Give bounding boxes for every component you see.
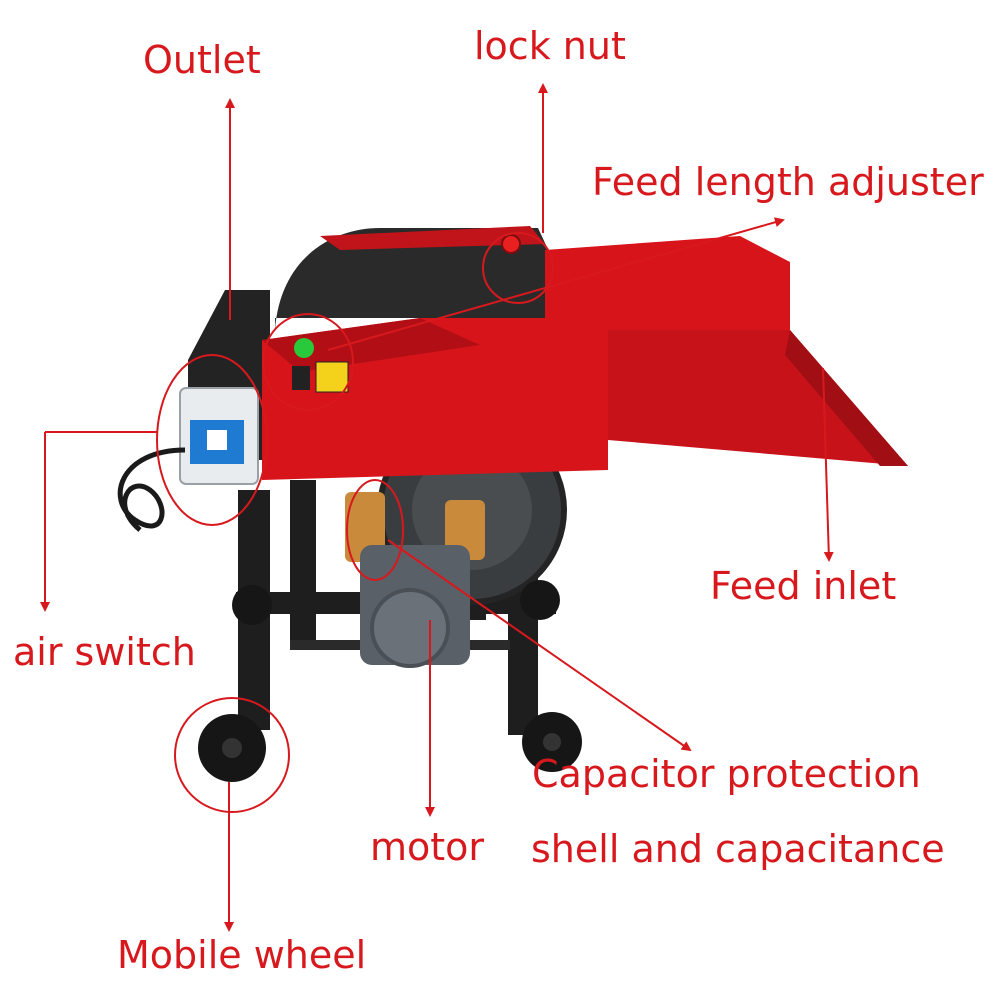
rear-left-leg (290, 480, 316, 640)
warning-label (315, 361, 349, 393)
mobile-wheel-label: Mobile wheel (117, 933, 367, 977)
feed-inlet-arrow (822, 367, 834, 562)
feed-length-adjuster-highlight (262, 313, 354, 411)
lock-nut-knob (501, 234, 521, 254)
capacitor-label-line2: shell and capacitance (531, 827, 945, 871)
feed-tray-side (785, 330, 908, 466)
rear-right-wheel (520, 580, 560, 620)
feed-length-knob (294, 338, 314, 358)
mobile-wheel-highlight (174, 697, 290, 813)
feed-tray-top (545, 236, 790, 355)
hood-red-trim (320, 226, 545, 250)
chaff-cutter-machine (117, 226, 908, 782)
air-switch-highlight (156, 354, 268, 526)
lever-slot (292, 366, 310, 390)
outlet-label: Outlet (143, 38, 261, 82)
annotation-arrows (40, 83, 834, 932)
feed-length-adjuster-arrow (327, 217, 785, 351)
air-switch-label: air switch (13, 630, 196, 674)
capacitor-shell-left (345, 492, 385, 562)
feed-tray (608, 330, 908, 466)
feed-length-adjuster-label: Feed length adjuster (592, 160, 984, 204)
air-switch-breaker (207, 430, 227, 450)
body-top-face (262, 318, 480, 372)
front-left-wheel-hub (222, 738, 242, 758)
motor-fan-cover (370, 588, 450, 668)
capacitor-arrow (387, 539, 692, 752)
motor-label: motor (370, 825, 485, 869)
annotation-circles (156, 232, 554, 813)
lock-nut-label: lock nut (474, 24, 626, 68)
front-right-wheel-hub (543, 733, 561, 751)
rear-left-wheel (232, 585, 272, 625)
lock-nut-highlight (482, 232, 554, 304)
capacitor-label-line1: Capacitor protection (532, 752, 921, 796)
capacitor-highlight (346, 479, 404, 581)
feed-inlet-label: Feed inlet (710, 564, 897, 608)
top-hood (275, 228, 552, 330)
power-cable (117, 447, 186, 532)
